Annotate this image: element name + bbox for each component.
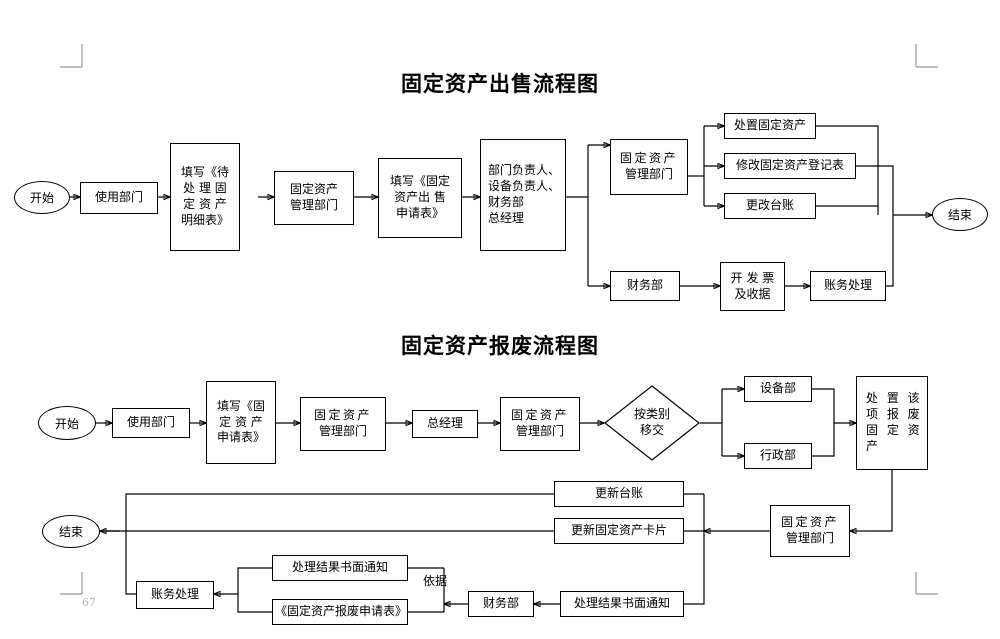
d1-using-dept-node[interactable]: 使用部门 <box>80 182 158 214</box>
d1-asset-mgmt-dept-2-node[interactable]: 固定资产 管理部门 <box>610 139 688 195</box>
line: 总经理 <box>488 210 525 225</box>
line: 财务部 <box>488 195 525 209</box>
d1-asset-mgmt-dept-1-node[interactable]: 固定资产 管理部门 <box>274 171 354 225</box>
diamond-shape <box>604 385 700 461</box>
crop-mark-bottom-left <box>60 572 83 595</box>
page-number: 67 <box>82 596 96 609</box>
line: 填写《固 <box>216 398 265 413</box>
d1-fill-pending-form-node[interactable]: 填写《待 处 理 固 定 资 产 明细表》 <box>170 143 240 251</box>
d1-end-node[interactable]: 结束 <box>932 198 988 231</box>
line: 管理部门 <box>624 167 673 181</box>
line: 管理部门 <box>785 531 834 545</box>
line: 固定资产 <box>510 408 569 423</box>
d2-basis-label: 依据 <box>423 574 448 588</box>
d2-fill-apply-form-node[interactable]: 填写《固 定 资 产 申请表》 <box>206 381 276 464</box>
line: 管理部门 <box>515 424 564 438</box>
line: 按类别 <box>633 407 670 422</box>
d2-admin-dept-node[interactable]: 行政部 <box>744 443 812 469</box>
line: 固定资产 <box>313 408 372 423</box>
d2-asset-mgmt-dept-1-node[interactable]: 固定资产 管理部门 <box>300 397 386 451</box>
line: 固 定 资 <box>866 423 923 437</box>
d1-finance-dept-node[interactable]: 财务部 <box>610 271 680 301</box>
d2-asset-mgmt-dept-3-node[interactable]: 固定资产 管理部门 <box>770 505 850 557</box>
line: 项 报 废 <box>866 407 923 422</box>
line: 申请表》 <box>395 205 444 220</box>
line: 固定资产 <box>619 151 678 166</box>
d1-change-ledger-node[interactable]: 更改台账 <box>724 193 816 219</box>
d2-general-manager-node[interactable]: 总经理 <box>412 410 478 438</box>
line: 定 资 产 <box>183 197 227 211</box>
d2-written-notice-right-node[interactable]: 处理结果书面通知 <box>560 591 684 617</box>
line: 管理部门 <box>289 198 338 212</box>
d1-fill-sale-form-node[interactable]: 填写《固定 资产出 售 申请表》 <box>378 158 462 238</box>
d2-start-node[interactable]: 开始 <box>38 406 96 440</box>
line: 开 发 票 <box>730 270 775 285</box>
d2-update-ledger-node[interactable]: 更新台账 <box>554 481 684 507</box>
d2-scrap-apply-form-node[interactable]: 《固定资产报废申请表》 <box>272 599 408 625</box>
d2-finance-dept-node[interactable]: 财务部 <box>468 591 534 617</box>
diamond-label: 按类别 移交 <box>634 407 670 438</box>
line: 处 置 该 <box>866 391 923 406</box>
d1-dispose-asset-node[interactable]: 处置固定资产 <box>724 113 816 139</box>
diagram1-title: 固定资产出售流程图 <box>401 71 599 96</box>
d2-equipment-dept-node[interactable]: 设备部 <box>744 376 812 402</box>
d1-modify-register-node[interactable]: 修改固定资产登记表 <box>724 153 856 179</box>
line: 及收据 <box>734 286 771 301</box>
d2-written-notice-left-node[interactable]: 处理结果书面通知 <box>272 555 408 581</box>
d1-start-node[interactable]: 开始 <box>14 181 70 214</box>
line: 处 理 固 <box>183 181 227 196</box>
d2-using-dept-node[interactable]: 使用部门 <box>112 408 190 438</box>
line: 资产出 售 <box>394 190 446 205</box>
d1-accounting-node[interactable]: 账务处理 <box>810 271 886 301</box>
d2-update-asset-card-node[interactable]: 更新固定资产卡片 <box>554 518 684 544</box>
line: 部门负责人、 <box>488 163 561 178</box>
line: 产 <box>866 438 881 453</box>
d1-issue-invoice-node[interactable]: 开 发 票 及收据 <box>720 262 785 311</box>
d2-dispose-scrapped-asset-node[interactable]: 处 置 该 项 报 废 固 定 资 产 <box>856 376 928 470</box>
line: 申请表》 <box>216 430 265 445</box>
line: 定 资 产 <box>219 414 263 429</box>
line: 填写《待 <box>180 165 229 180</box>
diagram2-title: 固定资产报废流程图 <box>401 333 599 358</box>
line: 固定资产 <box>289 182 338 197</box>
d2-end-node[interactable]: 结束 <box>42 515 100 548</box>
d1-approvers-node[interactable]: 部门负责人、 设备负责人、 财务部 总经理 <box>480 139 566 251</box>
line: 填写《固定 <box>389 174 450 189</box>
crop-mark-bottom-right <box>915 572 938 595</box>
d2-classify-transfer-decision[interactable]: 按类别 移交 <box>604 385 700 461</box>
line: 设备负责人、 <box>488 179 561 194</box>
crop-mark-top-left <box>60 44 83 68</box>
line: 管理部门 <box>318 424 367 438</box>
d2-asset-mgmt-dept-2-node[interactable]: 固定资产 管理部门 <box>500 397 580 451</box>
line: 移交 <box>639 423 664 437</box>
d2-accounting-node[interactable]: 账务处理 <box>136 581 214 609</box>
line: 明细表》 <box>180 212 229 227</box>
crop-mark-top-right <box>915 44 938 68</box>
line: 固定资产 <box>780 515 839 530</box>
